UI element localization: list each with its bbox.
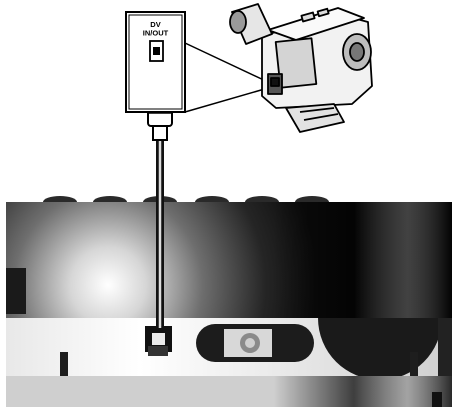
port-label-inout: IN/OUT xyxy=(143,29,169,38)
device-foot-left xyxy=(60,352,68,376)
device-slot xyxy=(196,324,314,362)
device-dv-jack xyxy=(145,326,172,356)
dv-port-callout: DV IN/OUT xyxy=(125,11,186,113)
callout-leader-lines xyxy=(184,42,269,113)
dv-port-icon xyxy=(149,40,164,62)
device-base-notch xyxy=(432,392,442,407)
device-side-bracket xyxy=(6,268,26,314)
device-front-panel xyxy=(6,196,452,407)
device-right-edge xyxy=(438,318,452,376)
device-foot-right xyxy=(410,352,418,376)
port-label-dv: DV xyxy=(150,20,160,29)
camcorder-icon xyxy=(229,3,373,133)
